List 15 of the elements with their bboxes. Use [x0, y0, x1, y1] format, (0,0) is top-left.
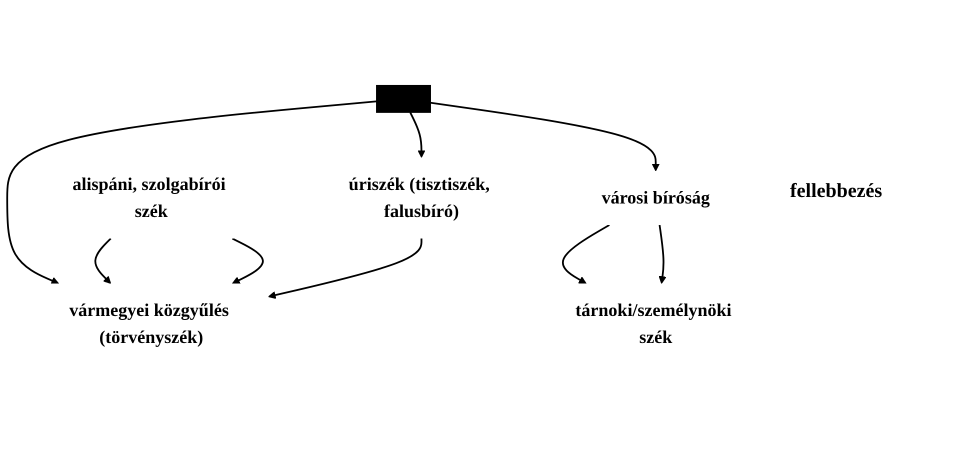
arrow — [430, 102, 660, 172]
node-text: úriszék (tisztiszék, falusbíró) — [348, 174, 490, 222]
node-text: vármegyei közgyűlés (törvényszék) — [69, 300, 229, 348]
arrow — [658, 224, 666, 284]
arrow — [6, 100, 377, 284]
node-text: tárnoki/személynöki szék — [575, 300, 732, 348]
arrow — [94, 238, 112, 284]
node-bar — [376, 84, 431, 113]
arrow — [232, 238, 264, 284]
arrow — [268, 238, 422, 299]
arrow — [562, 224, 610, 284]
node-text: városi bíróság — [602, 188, 710, 208]
node-text: alispáni, szolgabírói szék — [72, 174, 226, 222]
arrow — [409, 112, 426, 158]
annotation-text: fellebbezés — [790, 180, 884, 203]
